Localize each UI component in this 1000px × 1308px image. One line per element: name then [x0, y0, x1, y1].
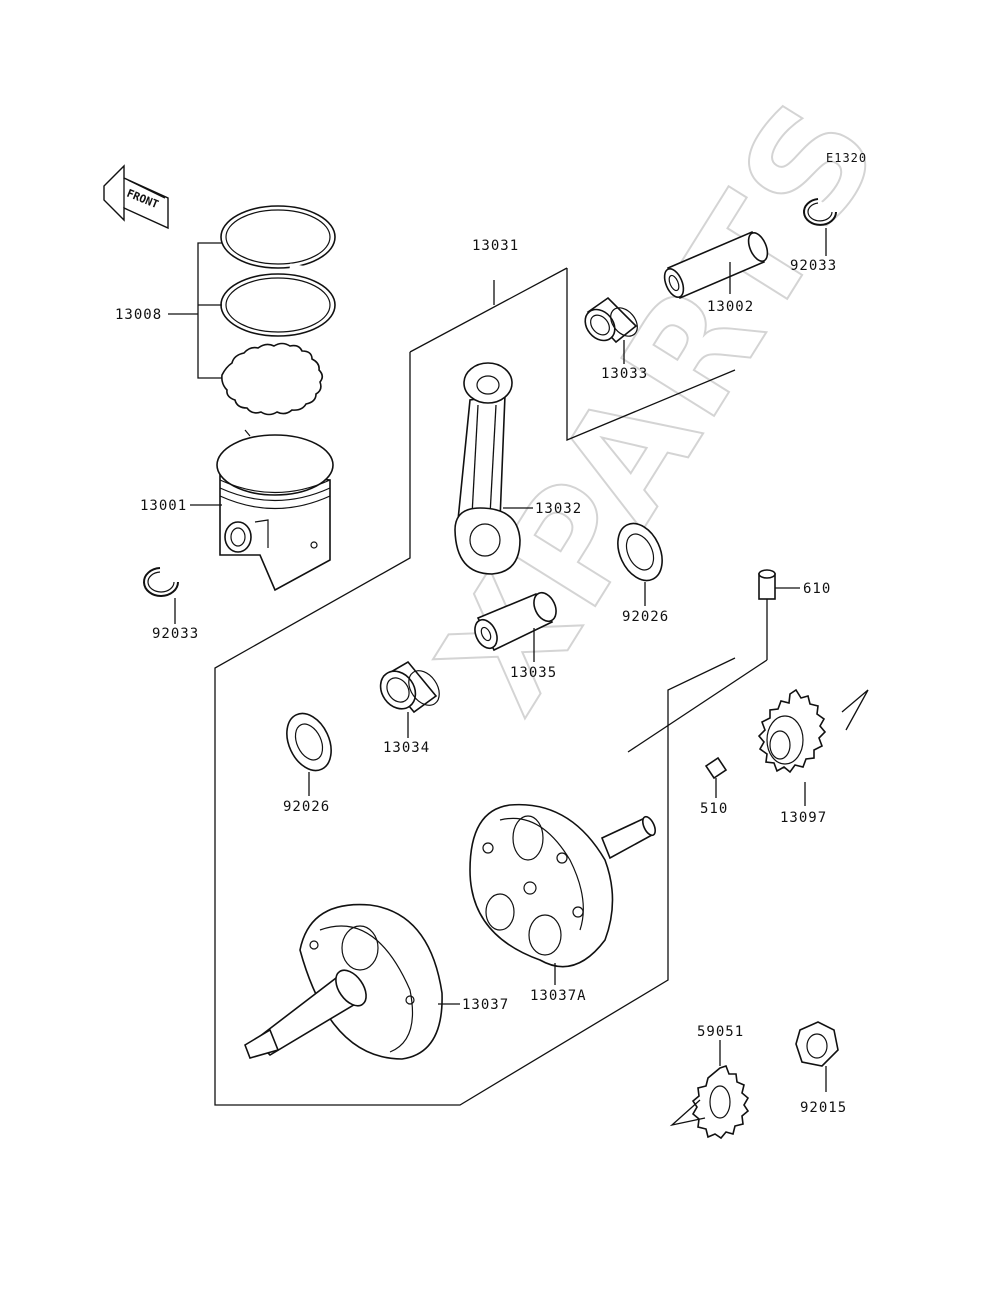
- thrust-washer-left: [286, 712, 332, 772]
- woodruff-key: [704, 756, 728, 780]
- label-92026-right: 92026: [622, 609, 669, 625]
- label-13033: 13033: [601, 366, 648, 382]
- flange-nut: [795, 1021, 839, 1067]
- label-13037: 13037: [462, 997, 509, 1013]
- label-510: 510: [700, 801, 728, 817]
- label-13002: 13002: [707, 299, 754, 315]
- assembly-outline: [214, 267, 736, 1106]
- label-13035: 13035: [510, 665, 557, 681]
- primary-gear: [757, 688, 827, 774]
- crank-half-right: [469, 803, 656, 968]
- crank-half-left: [244, 903, 443, 1060]
- label-13031: 13031: [472, 238, 519, 254]
- label-13008: 13008: [115, 307, 162, 323]
- label-610: 610: [803, 581, 831, 597]
- small-end-bearing: [584, 296, 638, 344]
- small-gear: [691, 1064, 750, 1140]
- label-13037A: 13037A: [530, 988, 587, 1004]
- circlip-top: [803, 198, 837, 226]
- piston-pin: [663, 230, 769, 300]
- label-92015: 92015: [800, 1100, 847, 1116]
- piston: [216, 429, 334, 592]
- diagram-code: E1320: [826, 151, 867, 165]
- piston-rings: [168, 205, 336, 416]
- connecting-rod: [454, 362, 521, 575]
- circlip-left: [143, 567, 179, 597]
- crank-pin: [474, 591, 557, 652]
- front-arrow-icon: FRONT: [103, 164, 169, 230]
- label-59051: 59051: [697, 1024, 744, 1040]
- dowel-pin: [758, 569, 776, 600]
- thrust-washer-right: [617, 522, 663, 582]
- label-13034: 13034: [383, 740, 430, 756]
- label-13001: 13001: [140, 498, 187, 514]
- label-92026-left: 92026: [283, 799, 330, 815]
- big-end-bearing: [379, 660, 440, 714]
- label-92033-left: 92033: [152, 626, 199, 642]
- label-92033-top: 92033: [790, 258, 837, 274]
- label-13032: 13032: [535, 501, 582, 517]
- label-13097: 13097: [780, 810, 827, 826]
